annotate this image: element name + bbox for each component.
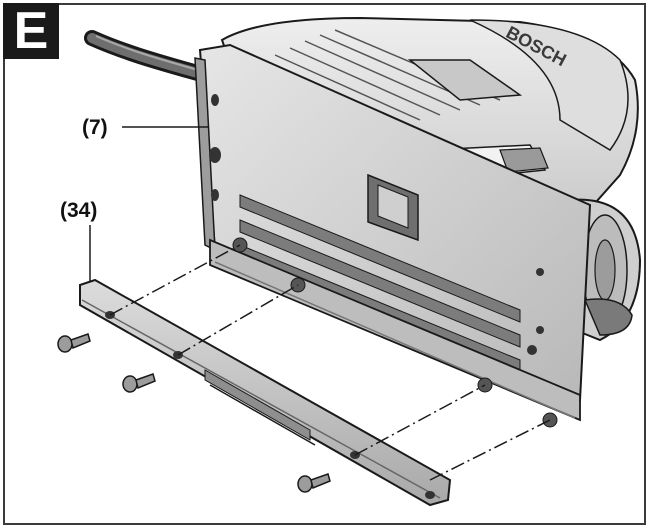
figure-letter-badge: E — [3, 3, 59, 59]
screw-icon — [122, 373, 156, 393]
base-plate — [194, 43, 592, 428]
alignment-lines — [109, 244, 551, 481]
callout-34-label: (34) — [60, 199, 98, 222]
saw-housing — [220, 16, 639, 227]
parallel-guide-rail — [79, 278, 452, 507]
callout-7-label: (7) — [82, 116, 108, 139]
screw-icon — [297, 473, 331, 493]
screw-icon — [57, 333, 91, 353]
